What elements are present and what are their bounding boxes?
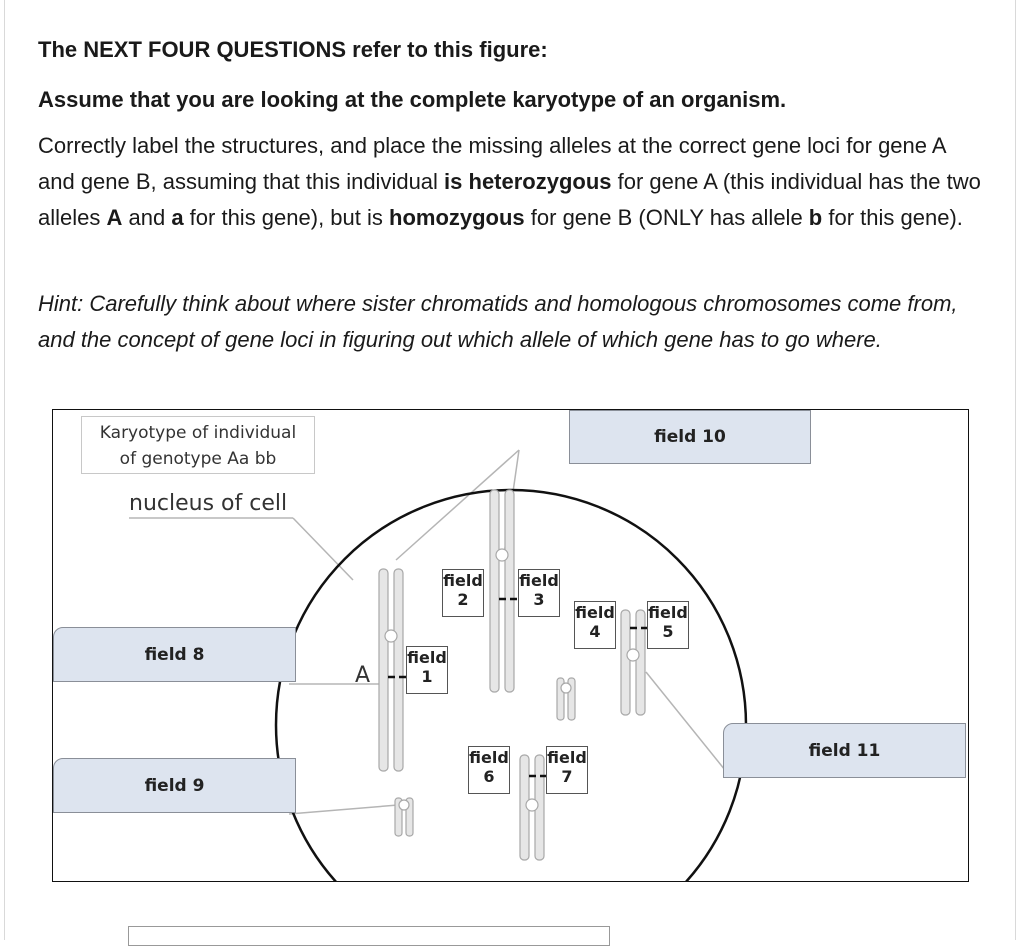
field-11-leader-line: [645, 671, 726, 771]
karyotype-figure: Karyotype of individual of genotype Aa b…: [52, 409, 969, 882]
field-7-word: field: [547, 748, 587, 767]
instructions-paragraph: Correctly label the structures, and plac…: [38, 133, 981, 230]
field-11-label: field 11: [808, 740, 881, 761]
field-6-word: field: [469, 748, 509, 767]
field-3-number: 3: [533, 590, 545, 609]
field-2-word: field: [443, 571, 483, 590]
figure-title-box: Karyotype of individual of genotype Aa b…: [81, 416, 315, 474]
chromosome-small-left: [394, 797, 414, 837]
field-5-number: 5: [662, 622, 674, 641]
field-9-label: field 9: [144, 775, 205, 796]
answer-input-box[interactable]: [128, 926, 610, 946]
field-7-number: 7: [561, 767, 573, 786]
field-8-dropzone[interactable]: field 8: [53, 627, 296, 682]
field-3-word: field: [519, 571, 559, 590]
figure-title-line-1: Karyotype of individual: [99, 423, 297, 443]
field-10-dropzone[interactable]: field 10: [569, 410, 811, 464]
question-heading: The NEXT FOUR QUESTIONS refer to this fi…: [38, 37, 548, 62]
assumption-statement: Assume that you are looking at the compl…: [38, 87, 787, 112]
field-4-number: 4: [589, 622, 601, 641]
chromosome-small-center: [556, 677, 576, 721]
gene-locus-markers: [388, 597, 649, 778]
field-9-leader-line: [288, 804, 399, 815]
field-6-number: 6: [483, 767, 495, 786]
field-11-dropzone[interactable]: field 11: [723, 723, 966, 778]
field-8-label: field 8: [144, 644, 205, 665]
field-10-leader-line: [395, 449, 520, 561]
field-4-word: field: [575, 603, 615, 622]
allele-a-label: A: [355, 663, 371, 688]
field-1-word: field: [407, 648, 447, 667]
chromosome-large-left: [378, 568, 404, 772]
question-card: [4, 0, 1016, 940]
nucleus-label: nucleus of cell: [129, 491, 288, 516]
field-1-number: 1: [421, 667, 433, 686]
karyotype-diagram: [129, 449, 748, 881]
chromosome-medium-bottom: [519, 754, 545, 861]
nucleus-leader-line: [292, 517, 354, 581]
figure-title-line-2: of genotype Aa bb: [119, 449, 277, 469]
field-2-number: 2: [457, 590, 469, 609]
field-10-label: field 10: [654, 427, 726, 447]
chromosome-large-center: [489, 489, 515, 693]
field-5-word: field: [648, 603, 688, 622]
field-9-dropzone[interactable]: field 9: [53, 758, 296, 813]
chromosome-medium-right: [620, 609, 646, 716]
hint-paragraph: Hint: Carefully think about where sister…: [38, 291, 958, 352]
